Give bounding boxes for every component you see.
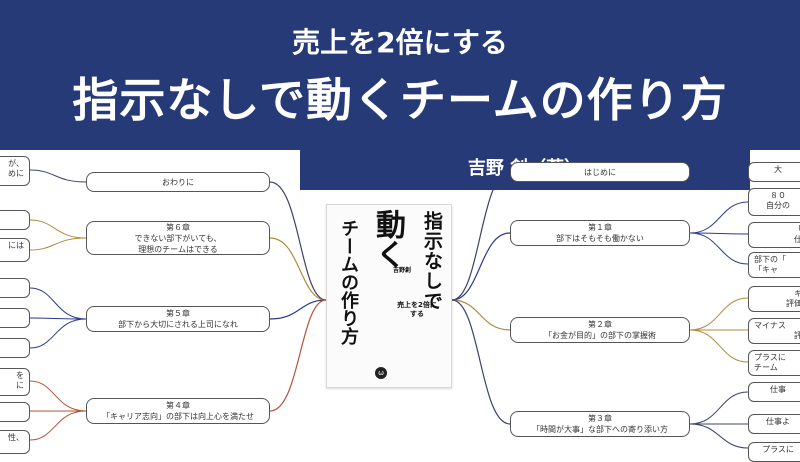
leaf-text: が、: [8, 159, 24, 168]
node-chapter-1[interactable]: 第１章 部下はそもそも働かない: [510, 220, 690, 246]
connector-owarini: [269, 181, 327, 301]
book-title: 指示なしで動くチームの作り方: [72, 73, 728, 127]
node-chapter-6[interactable]: 第６章 できない部下がいても、 理想のチームはできる: [86, 221, 270, 255]
leaf-text: マイナス: [754, 321, 786, 330]
leaf-text: 自分の: [766, 201, 790, 210]
connector-ch3-leaf3: [689, 423, 749, 449]
leaf-text: 「キャ: [754, 265, 778, 274]
node-chapter-3[interactable]: 第３章 「時間が大事」な部下への寄り添い方: [510, 411, 690, 437]
cover-brace-text: 売上を2倍にする: [397, 301, 437, 318]
chapter-title: 「キャリア志向」の部下は向上心を満たせ: [102, 412, 254, 421]
leaf-text: ８０: [770, 191, 786, 200]
connector-ch1-leaf3: [689, 232, 749, 265]
connector-ch1-leaf1: [689, 201, 749, 234]
connector-ch4: [269, 299, 327, 412]
node-owarini[interactable]: おわりに: [86, 172, 270, 192]
leaf-text: 仕事よ: [766, 417, 790, 426]
leaf-ch2-1[interactable]: キ評価: [748, 286, 800, 312]
leaf-text: 評: [754, 331, 800, 341]
node-label: はじめに: [584, 167, 616, 177]
leaf-text: 「: [754, 225, 800, 235]
leaf-ch6-2[interactable]: には: [0, 238, 30, 262]
leaf-text: 仕: [754, 235, 800, 245]
node-label: おわりに: [162, 177, 194, 187]
leaf-text: 仕事: [770, 385, 786, 394]
connector-ch5: [269, 299, 327, 320]
leaf-text: 大: [774, 165, 782, 174]
chapter-title: 「お金が目的」の部下の掌握術: [544, 331, 656, 340]
leaf-text: 部下の「: [754, 255, 786, 264]
leaf-text: 性、: [8, 433, 24, 442]
chapter-number: 第４章: [166, 401, 190, 410]
leaf-ch2-3[interactable]: プラスにチーム: [748, 350, 800, 376]
publisher-logo-icon: ω: [375, 367, 387, 379]
leaf-owarini-1[interactable]: が、めに: [0, 156, 30, 186]
connector-ch5-leaf3: [29, 318, 87, 349]
leaf-text: プラスに: [754, 353, 786, 362]
connector-ch1-leaf2: [689, 232, 749, 235]
cover-title-col1: 指示なしで: [421, 211, 443, 311]
leaf-ch4-1[interactable]: をに: [0, 368, 30, 396]
connector-ch6: [269, 237, 327, 301]
chapter-title-line2: 理想のチームはできる: [138, 244, 218, 254]
cover-title-ugoku: 動く: [370, 209, 405, 269]
connector-ch6-leaf2: [29, 237, 87, 251]
node-chapter-2[interactable]: 第２章 「お金が目的」の部下の掌握術: [510, 317, 690, 343]
leaf-ch6-1[interactable]: [0, 210, 30, 230]
node-chapter-4[interactable]: 第４章 「キャリア志向」の部下は向上心を満たせ: [86, 398, 270, 424]
leaf-ch3-3[interactable]: プラスに: [748, 442, 800, 462]
node-chapter-5[interactable]: 第５章 部下から大切にされる上司になれ: [86, 306, 270, 332]
leaf-ch5-3[interactable]: [0, 338, 30, 358]
connector-ch2-leaf3: [689, 329, 749, 363]
connector-ch5-leaf2: [29, 317, 87, 320]
leaf-ch1-3[interactable]: 部下の「「キャ: [748, 252, 800, 278]
leaf-ch2-2[interactable]: マイナス評: [748, 318, 800, 344]
connector-ch2-leaf1: [689, 297, 749, 331]
connector-ch1: [451, 232, 511, 301]
chapter-title: 部下から大切にされる上司になれ: [118, 320, 238, 329]
chapter-title: 部下はそもそも働かない: [556, 234, 644, 243]
book-cover-image: 指示なしで 動く チームの作り方 吉野創 売上を2倍にする ω: [326, 204, 452, 388]
book-subtitle: 売上を2倍にする: [292, 26, 508, 59]
leaf-ch4-2[interactable]: [0, 402, 30, 422]
chapter-number: 第２章: [588, 320, 612, 329]
chapter-title: 「時間が大事」な部下への寄り添い方: [532, 425, 668, 434]
leaf-text: 評価: [786, 299, 800, 308]
node-hajimeni[interactable]: はじめに: [510, 162, 690, 182]
leaf-ch3-1[interactable]: 仕事: [748, 382, 800, 402]
chapter-title: できない部下がいても、: [134, 233, 222, 243]
leaf-ch5-2[interactable]: [0, 308, 30, 328]
connector-ch3: [451, 299, 511, 425]
chapter-number: 第６章: [166, 222, 190, 232]
leaf-hajimeni-1[interactable]: 大: [748, 162, 800, 182]
connector-ch6-leaf1: [29, 219, 87, 239]
connector-ch3-leaf1: [689, 391, 749, 425]
chapter-number: 第５章: [166, 309, 190, 318]
leaf-text: チーム: [754, 363, 778, 372]
connector-ch5-leaf1: [29, 287, 87, 320]
connector-hajimeni: [451, 171, 511, 301]
leaf-text: を: [16, 371, 24, 380]
cover-title-col3: チームの作り方: [338, 219, 359, 345]
connector-ch4-leaf3: [29, 410, 87, 441]
connector-owarini-leaf: [29, 169, 87, 183]
leaf-text: めに: [8, 169, 24, 178]
leaf-text: には: [8, 241, 24, 250]
leaf-ch4-3[interactable]: 性、: [0, 430, 30, 454]
leaf-ch3-2[interactable]: 仕事よ: [748, 414, 800, 434]
leaf-ch1-2[interactable]: 「仕: [748, 222, 800, 248]
leaf-ch5-1[interactable]: [0, 278, 30, 298]
connector-ch2: [451, 299, 511, 331]
title-banner: [0, 0, 800, 150]
connector-ch4-leaf1: [29, 380, 87, 412]
leaf-text: キ: [754, 289, 800, 299]
chapter-number: 第１章: [588, 223, 612, 232]
leaf-text: に: [16, 381, 24, 390]
chapter-number: 第３章: [588, 414, 612, 423]
cover-author: 吉野創: [393, 267, 412, 274]
